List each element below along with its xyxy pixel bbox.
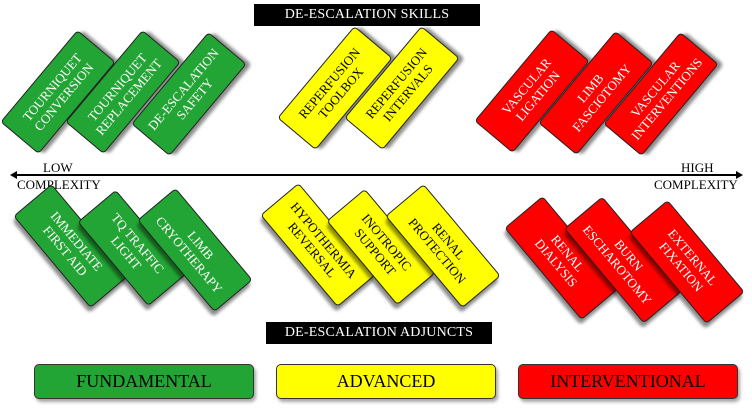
axis-left-arrow-icon: [10, 171, 17, 179]
legend-interventional: INTERVENTIONAL: [518, 364, 738, 399]
legend-advanced: ADVANCED: [276, 364, 496, 399]
axis-right-arrow-icon: [736, 171, 743, 179]
axis-high-label: HIGH: [681, 160, 714, 175]
skills-header: DE-ESCALATION SKILLS: [254, 4, 480, 26]
adjuncts-header: DE-ESCALATION ADJUNCTS: [266, 322, 492, 344]
legend-fundamental: FUNDAMENTAL: [34, 364, 254, 399]
complexity-axis-line: [14, 174, 738, 176]
axis-high-complexity-label: COMPLEXITY: [654, 177, 738, 192]
axis-low-complexity-label: COMPLEXITY: [17, 177, 101, 192]
axis-low-label: LOW: [43, 160, 73, 175]
